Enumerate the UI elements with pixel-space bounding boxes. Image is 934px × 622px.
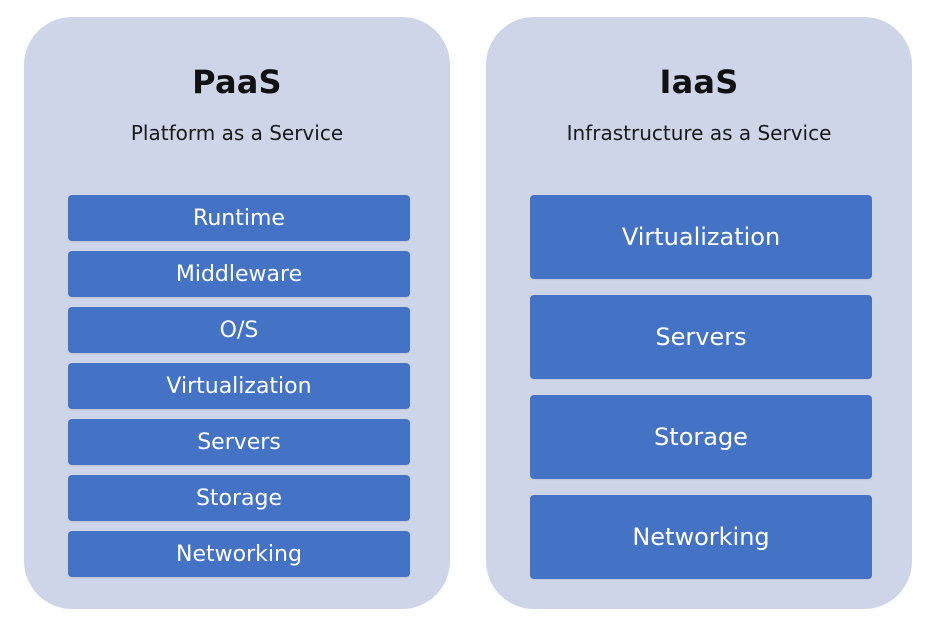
iaas-layer-virtualization: Virtualization (530, 195, 872, 279)
paas-panel: PaaS Platform as a Service Runtime Middl… (24, 17, 450, 609)
iaas-layer-networking: Networking (530, 495, 872, 579)
paas-layer-runtime: Runtime (68, 195, 410, 241)
paas-layer-servers: Servers (68, 419, 410, 465)
iaas-layer-servers: Servers (530, 295, 872, 379)
paas-layer-os: O/S (68, 307, 410, 353)
iaas-title: IaaS (659, 63, 739, 101)
paas-layer-networking: Networking (68, 531, 410, 577)
paas-subtitle: Platform as a Service (130, 121, 344, 145)
iaas-panel: IaaS Infrastructure as a Service Virtual… (486, 17, 912, 609)
paas-layer-middleware: Middleware (68, 251, 410, 297)
iaas-subtitle: Infrastructure as a Service (566, 121, 832, 145)
paas-layer-virtualization: Virtualization (68, 363, 410, 409)
paas-title: PaaS (192, 63, 282, 101)
paas-layer-storage: Storage (68, 475, 410, 521)
iaas-layer-storage: Storage (530, 395, 872, 479)
